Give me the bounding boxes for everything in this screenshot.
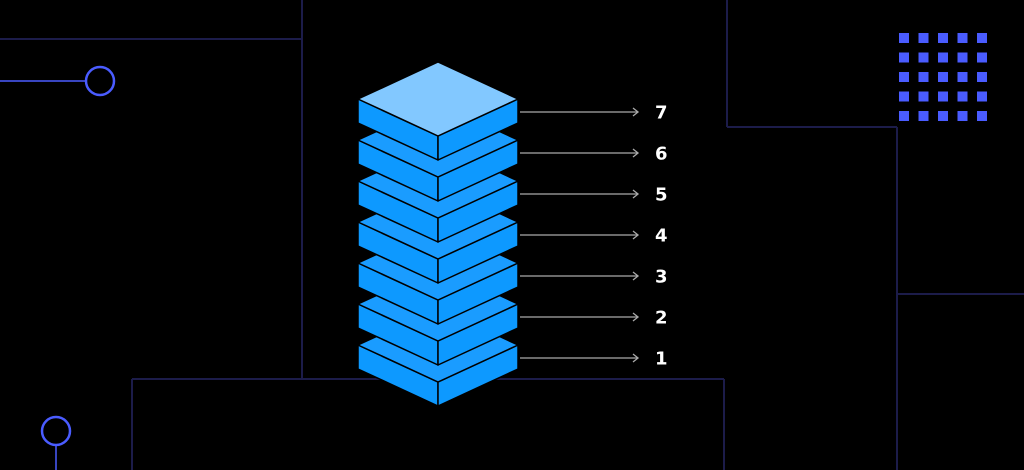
dot <box>918 72 929 82</box>
arrow-head-icon <box>632 107 640 117</box>
arrow-head-icon <box>632 353 640 363</box>
layer-label: 5 <box>655 185 668 206</box>
layer-7 <box>357 61 519 161</box>
dot <box>977 72 987 82</box>
node-circle-icon <box>84 65 116 97</box>
arrow-head-icon <box>632 148 640 158</box>
dot <box>957 33 968 43</box>
dot <box>957 111 968 121</box>
dot <box>899 72 909 82</box>
dot <box>977 52 987 63</box>
dot <box>977 91 987 102</box>
layer-label: 7 <box>655 103 668 124</box>
dot <box>957 52 968 63</box>
dot <box>899 111 909 121</box>
dot <box>938 72 948 82</box>
arrow-head-icon <box>632 189 640 199</box>
layer-label: 6 <box>655 144 668 165</box>
dot <box>938 111 948 121</box>
layer-arrows: 1 2 3 4 5 6 7 <box>520 103 668 370</box>
layer-label: 3 <box>655 267 668 288</box>
layer-label: 4 <box>655 226 668 247</box>
decorative-nodes <box>0 65 116 470</box>
dot <box>918 111 929 121</box>
layer-label: 1 <box>655 349 668 370</box>
layer-label: 2 <box>655 308 668 329</box>
dot <box>957 91 968 102</box>
dot <box>918 52 929 63</box>
layer-stack <box>357 61 519 407</box>
dot <box>899 52 909 63</box>
dot <box>918 33 929 43</box>
dot <box>938 91 948 102</box>
dot <box>977 111 987 121</box>
arrow-head-icon <box>632 230 640 240</box>
dot <box>918 91 929 102</box>
dot <box>899 33 909 43</box>
dot <box>938 33 948 43</box>
arrow-head-icon <box>632 312 640 322</box>
dot <box>938 52 948 63</box>
layer-top-face <box>357 61 519 137</box>
node-circle-icon <box>40 415 72 447</box>
dot <box>977 33 987 43</box>
arrow-head-icon <box>632 271 640 281</box>
dot-grid <box>899 33 987 121</box>
dot <box>957 72 968 82</box>
dot <box>899 91 909 102</box>
